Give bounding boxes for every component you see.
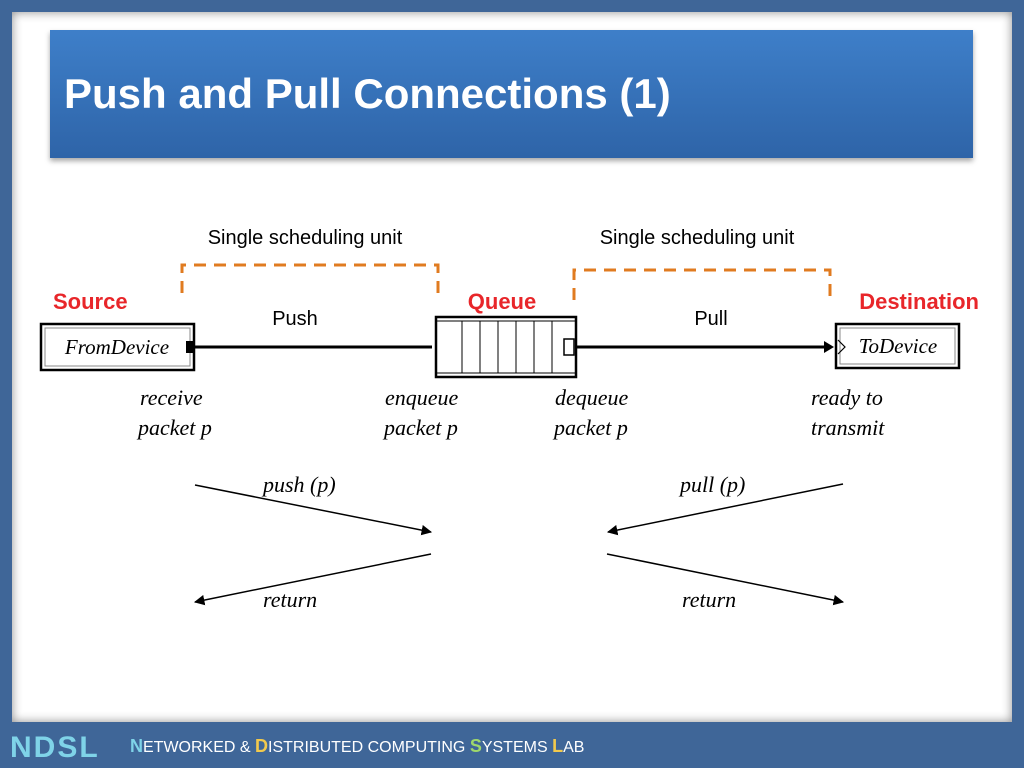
- ndsl-logo: NDSL: [10, 731, 100, 764]
- from-device-label: FromDevice: [64, 335, 169, 359]
- pull-return-label: return: [682, 587, 736, 612]
- to-device-input-port-icon: [837, 339, 846, 355]
- queue-output-port-icon: [563, 338, 575, 356]
- push-call-arrow: [194, 484, 433, 536]
- pull-call-label: pull (p): [678, 472, 745, 497]
- receive-label-line1: receive: [140, 385, 203, 410]
- to-device-element: ToDevice: [834, 322, 961, 370]
- enqueue-label-line1: enqueue: [385, 385, 459, 410]
- push-return-label: return: [263, 587, 317, 612]
- scheduling-bracket-right: [572, 268, 832, 300]
- dequeue-label-line1: dequeue: [555, 385, 629, 410]
- to-device-label: ToDevice: [859, 334, 938, 358]
- queue-element: [434, 315, 578, 379]
- pull-arrowhead-icon: [824, 341, 834, 353]
- dequeue-label-line2: packet p: [552, 415, 628, 440]
- scheduling-bracket-left: [180, 263, 440, 293]
- receive-label-line2: packet p: [136, 415, 212, 440]
- source-label: Source: [53, 289, 128, 314]
- title-bar: [50, 30, 973, 158]
- footer-s-rest: YSTEMS: [481, 739, 548, 756]
- from-device-element: FromDevice: [39, 322, 196, 372]
- from-device-output-port-icon: [186, 341, 195, 353]
- footer-d-rest: ISTRIBUTED COMPUTING: [268, 739, 466, 756]
- footer-d-cap: D: [255, 736, 269, 756]
- ndsl-logo-text: NDSL: [10, 731, 100, 764]
- footer-l-rest: AB: [563, 739, 585, 756]
- enqueue-label-line2: packet p: [382, 415, 458, 440]
- queue-label: Queue: [468, 289, 536, 314]
- footer-n-cap: N: [130, 736, 143, 756]
- pull-call-arrow: [606, 483, 844, 536]
- push-return-arrow: [193, 553, 432, 606]
- ready-label-line1: ready to: [811, 385, 883, 410]
- destination-label: Destination: [859, 289, 979, 314]
- pull-return-arrow: [606, 553, 845, 606]
- scheduling-unit-left-label: Single scheduling unit: [208, 227, 403, 249]
- footer-n-rest: ETWORKED &: [143, 739, 251, 756]
- scheduling-unit-right-label: Single scheduling unit: [600, 227, 795, 249]
- footer-lab-name: NETWORKED & DISTRIBUTED COMPUTING SYSTEM…: [130, 736, 584, 757]
- slide-title: Push and Pull Connections (1): [64, 70, 671, 117]
- push-call-label: push (p): [261, 472, 336, 497]
- footer-l-cap: L: [552, 736, 564, 756]
- pull-label: Pull: [694, 308, 727, 330]
- ready-label-line2: transmit: [811, 415, 885, 440]
- footer-s-cap: S: [469, 736, 482, 756]
- push-label: Push: [272, 308, 318, 330]
